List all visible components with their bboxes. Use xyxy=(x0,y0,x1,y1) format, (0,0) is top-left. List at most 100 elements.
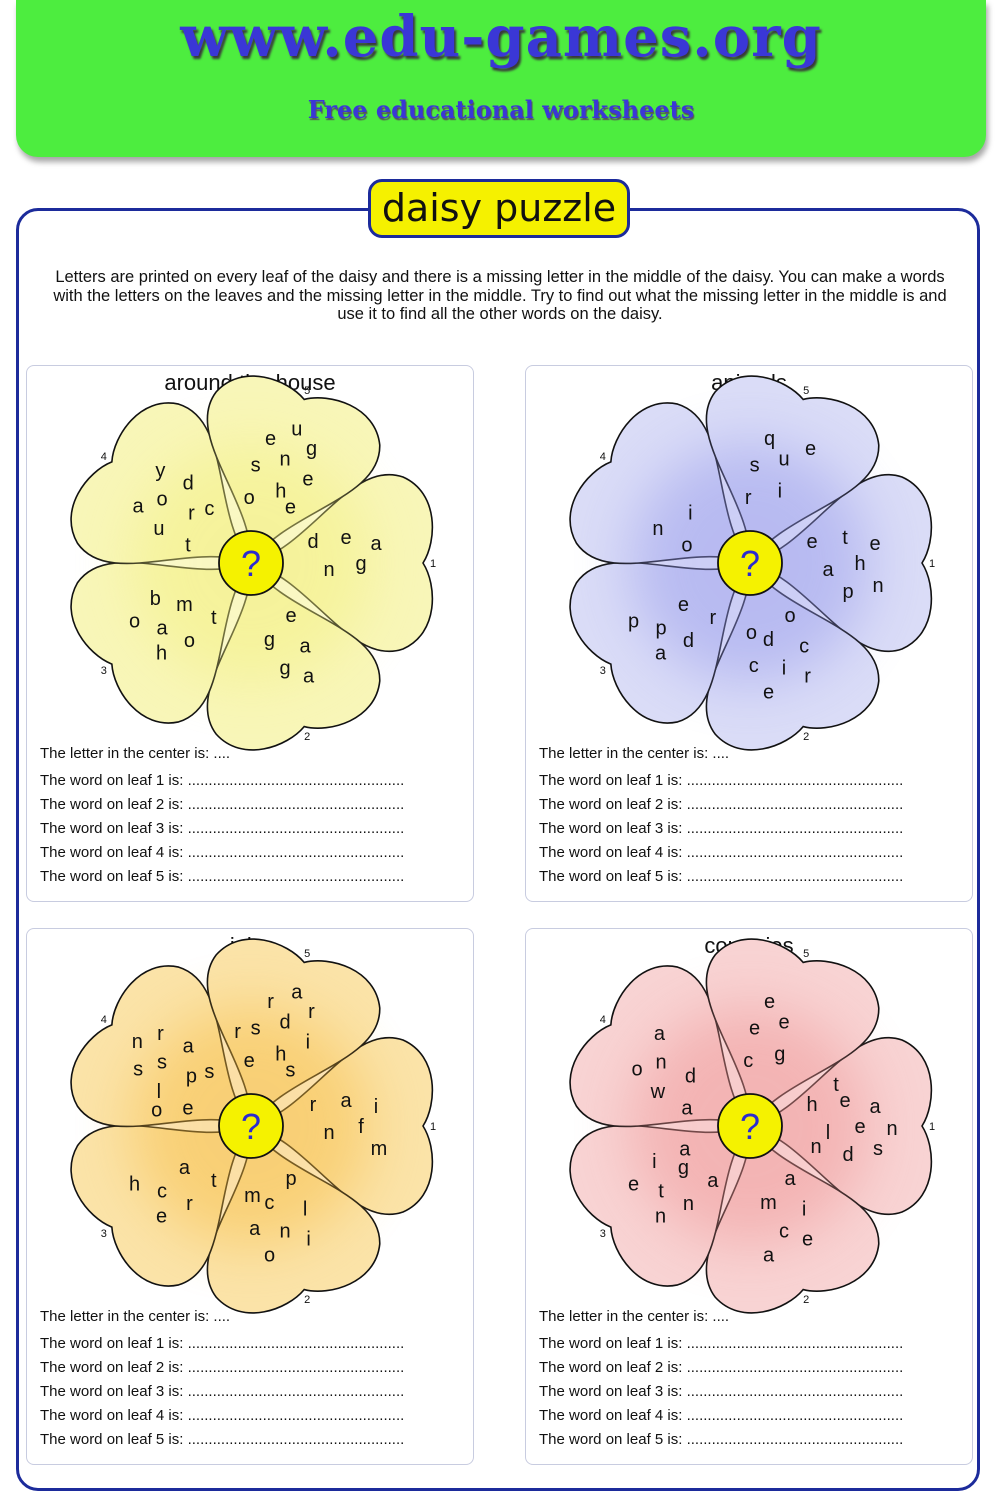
leaf-letter: i xyxy=(778,481,782,503)
leaf-letter: m xyxy=(371,1138,388,1160)
instructions: Letters are printed on every leaf of the… xyxy=(53,268,947,323)
leaf-letter: w xyxy=(650,1081,666,1103)
leaf-letter: e xyxy=(265,428,276,450)
leaf-1-line: The word on leaf 1 is: .................… xyxy=(539,1335,904,1352)
leaf-letter: i xyxy=(306,1229,310,1251)
leaf-letter: a xyxy=(822,559,834,581)
leaf-number: 2 xyxy=(803,1294,809,1306)
leaf-letter: h xyxy=(275,481,286,503)
leaf-4-line: The word on leaf 4 is: .................… xyxy=(40,844,405,861)
center-letter-line: The letter in the center is: .... xyxy=(40,745,231,762)
daisy-center xyxy=(717,1093,783,1159)
leaf-letter: s xyxy=(251,1018,261,1040)
leaf-letter: r xyxy=(709,607,716,629)
worksheet-title: daisy puzzle xyxy=(368,179,630,238)
leaf-letter: c xyxy=(157,1181,167,1203)
leaf-letter: d xyxy=(183,473,194,495)
leaf-letter: p xyxy=(655,618,666,640)
leaf-letter: h xyxy=(156,643,167,665)
leaf-letter: m xyxy=(760,1192,777,1214)
daisy-center xyxy=(218,1093,284,1159)
leaf-letter: d xyxy=(683,630,694,652)
leaf-2-line: The word on leaf 2 is: .................… xyxy=(40,796,405,813)
center-letter-line: The letter in the center is: .... xyxy=(539,745,730,762)
leaf-letter: g xyxy=(355,553,366,575)
leaf-letter: p xyxy=(286,1168,297,1190)
question-mark-icon: ? xyxy=(241,1106,261,1147)
puzzle-panel-3: jobs rnafim1pclnioam2tarceh3eplssrasno4e… xyxy=(26,928,474,1465)
leaf-letter: e xyxy=(763,682,774,704)
leaf-number: 2 xyxy=(304,731,310,743)
leaf-number: 1 xyxy=(430,1121,436,1133)
leaf-number: 5 xyxy=(304,385,310,397)
leaf-letter: a xyxy=(179,1157,191,1179)
leaf-number: 1 xyxy=(430,558,436,570)
leaf-letter: e xyxy=(778,1011,789,1033)
leaf-letter: a xyxy=(183,1036,195,1058)
leaf-letter: e xyxy=(156,1206,167,1228)
leaf-letter: n xyxy=(655,1051,666,1073)
leaf-letter: e xyxy=(839,1090,850,1112)
leaf-number: 5 xyxy=(803,948,809,960)
leaf-letter: e xyxy=(678,594,689,616)
leaf-letter: t xyxy=(211,1170,217,1192)
site-subtitle: Free educational worksheets xyxy=(307,95,695,124)
leaf-letter: o xyxy=(184,630,195,652)
leaf-letter: p xyxy=(842,581,853,603)
leaf-letter: a xyxy=(654,1023,666,1045)
leaf-number: 3 xyxy=(101,1228,107,1240)
leaf-letter: c xyxy=(743,1050,753,1072)
leaf-1-line: The word on leaf 1 is: .................… xyxy=(539,772,904,789)
leaf-5-line: The word on leaf 5 is: .................… xyxy=(40,868,405,885)
leaf-4-line: The word on leaf 4 is: .................… xyxy=(539,1407,904,1424)
leaf-letter: g xyxy=(774,1044,785,1066)
leaf-number: 2 xyxy=(304,1294,310,1306)
leaf-letter: s xyxy=(157,1051,167,1073)
leaf-letter: e xyxy=(244,1050,255,1072)
leaf-letter: o xyxy=(746,622,757,644)
leaf-letter: n xyxy=(323,559,334,581)
leaf-letter: n xyxy=(683,1193,694,1215)
leaf-5-line: The word on leaf 5 is: .................… xyxy=(539,868,904,885)
leaf-letter: a xyxy=(869,1096,881,1118)
leaf-number: 3 xyxy=(101,665,107,677)
puzzle-panel-1: around the house dnega1egaga2tmoahob3tru… xyxy=(26,365,474,902)
leaf-letter: e xyxy=(805,438,816,460)
leaf-letter: l xyxy=(826,1122,830,1144)
site-banner: www.edu-games.org Free educational works… xyxy=(16,0,986,157)
leaf-letter: o xyxy=(244,487,255,509)
leaf-letter: n xyxy=(872,575,883,597)
leaf-1-line: The word on leaf 1 is: .................… xyxy=(40,1335,405,1352)
leaf-letter: r xyxy=(234,1021,241,1043)
leaf-3-line: The word on leaf 3 is: .................… xyxy=(539,820,904,837)
leaf-letter: u xyxy=(153,518,164,540)
leaf-letter: g xyxy=(306,438,317,460)
daisy-center xyxy=(717,530,783,596)
leaf-3-line: The word on leaf 3 is: .................… xyxy=(40,820,405,837)
question-mark-icon: ? xyxy=(740,1106,760,1147)
leaf-letter: h xyxy=(854,553,865,575)
leaf-letter: a xyxy=(681,1097,693,1119)
puzzle-panel-2: animals eathenp1odcireco2redpap3oin4risu… xyxy=(525,365,973,902)
leaf-letter: r xyxy=(745,487,752,509)
leaf-number: 4 xyxy=(101,451,107,463)
leaf-letter: c xyxy=(264,1192,274,1214)
leaf-letter: i xyxy=(374,1096,378,1118)
leaf-letter: o xyxy=(632,1059,643,1081)
leaf-letter: o xyxy=(156,488,167,510)
leaf-letter: i xyxy=(688,502,692,524)
leaf-letter: h xyxy=(275,1044,286,1066)
leaf-letter: n xyxy=(810,1136,821,1158)
leaf-letter: t xyxy=(185,534,191,556)
leaf-letter: c xyxy=(749,655,759,677)
leaf-letter: a xyxy=(133,496,145,518)
leaf-letter: e xyxy=(806,531,817,553)
leaf-letter: r xyxy=(310,1094,317,1116)
answer-lines: The letter in the center is: .... The wo… xyxy=(539,742,903,889)
leaf-letter: i xyxy=(802,1198,806,1220)
leaf-letter: t xyxy=(833,1074,839,1096)
